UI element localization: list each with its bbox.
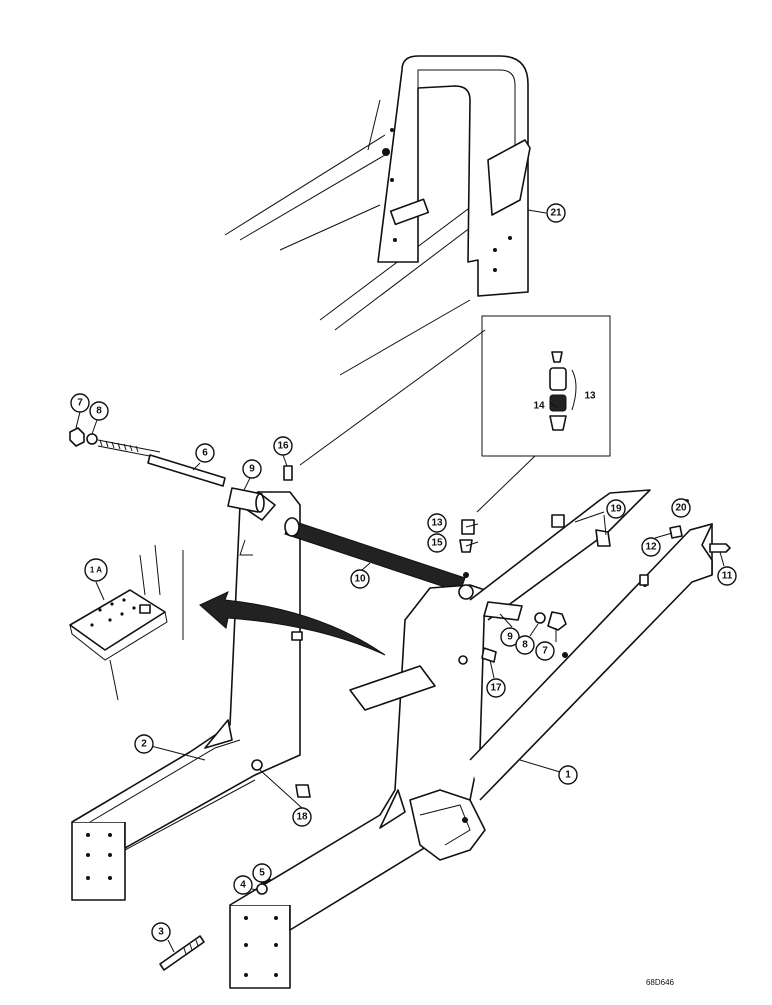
callout-14-label: 14 xyxy=(533,401,545,412)
left-side-frame-2 xyxy=(71,491,301,901)
callout-13-label: 13 xyxy=(431,518,443,529)
callout-7-lower-label: 7 xyxy=(542,646,548,657)
callout-17-label: 17 xyxy=(490,683,502,694)
callout-2-label: 2 xyxy=(141,739,147,750)
callout-8-upper-label: 8 xyxy=(96,406,102,417)
callout-5: 5 xyxy=(252,863,272,883)
callout-19: 19 xyxy=(606,499,626,519)
callout-10-label: 10 xyxy=(354,574,366,585)
callout-2: 2 xyxy=(134,734,154,754)
callout-10: 10 xyxy=(350,569,370,589)
callout-11: 11 xyxy=(717,566,737,586)
callout-19-label: 19 xyxy=(610,504,622,515)
callout-7-upper: 7 xyxy=(70,393,90,413)
callout-8-lower-label: 8 xyxy=(522,640,528,651)
callout-18: 18 xyxy=(292,807,312,827)
callout-21-label: 21 xyxy=(550,208,562,219)
callout-7-upper-label: 7 xyxy=(77,398,83,409)
mounting-plate-1a xyxy=(69,544,184,701)
callout-6: 6 xyxy=(195,443,215,463)
callout-12-label: 12 xyxy=(645,542,657,553)
callout-20: 20 xyxy=(671,498,691,518)
callout-9-lower: 9 xyxy=(500,627,520,647)
callout-11-label: 11 xyxy=(722,571,733,582)
callout-9-upper: 9 xyxy=(242,459,262,479)
callout-7-lower: 7 xyxy=(535,641,555,661)
detail-inset xyxy=(299,315,611,513)
callout-18-label: 18 xyxy=(296,812,308,823)
callout-9-upper-label: 9 xyxy=(249,464,255,475)
callout-13-inset: 13 xyxy=(584,391,596,402)
callout-16: 16 xyxy=(273,436,293,456)
callout-1-label: 1 xyxy=(565,770,571,781)
guard-frame-21 xyxy=(224,55,531,376)
callout-13: 13 xyxy=(427,513,447,533)
callout-16-label: 16 xyxy=(277,441,289,452)
drawing-id: 68D646 xyxy=(646,978,675,987)
callout-17: 17 xyxy=(486,678,506,698)
callout-4-label: 4 xyxy=(240,880,246,891)
callout-14: 14 xyxy=(533,401,545,412)
callout-1a: 1 A xyxy=(84,558,108,582)
callout-3: 3 xyxy=(151,922,171,942)
callout-15-label: 15 xyxy=(431,538,443,549)
callout-12: 12 xyxy=(641,537,661,557)
main-frame-1 xyxy=(229,489,713,989)
callout-1: 1 xyxy=(558,765,578,785)
callout-4: 4 xyxy=(233,875,253,895)
assembly-arrow xyxy=(199,591,386,656)
callout-20-label: 20 xyxy=(675,503,687,514)
callout-15: 15 xyxy=(427,533,447,553)
callout-13-inset-label: 13 xyxy=(584,391,596,402)
callout-9-lower-label: 9 xyxy=(507,632,513,643)
callout-6-label: 6 xyxy=(202,448,208,459)
callout-8-upper: 8 xyxy=(89,401,109,421)
callout-3-label: 3 xyxy=(158,927,164,938)
callout-5-label: 5 xyxy=(259,868,265,879)
pivot-hardware-left xyxy=(69,427,293,513)
callout-21: 21 xyxy=(546,203,566,223)
callout-1a-label: 1 A xyxy=(90,566,102,575)
callout-8-lower: 8 xyxy=(515,635,535,655)
